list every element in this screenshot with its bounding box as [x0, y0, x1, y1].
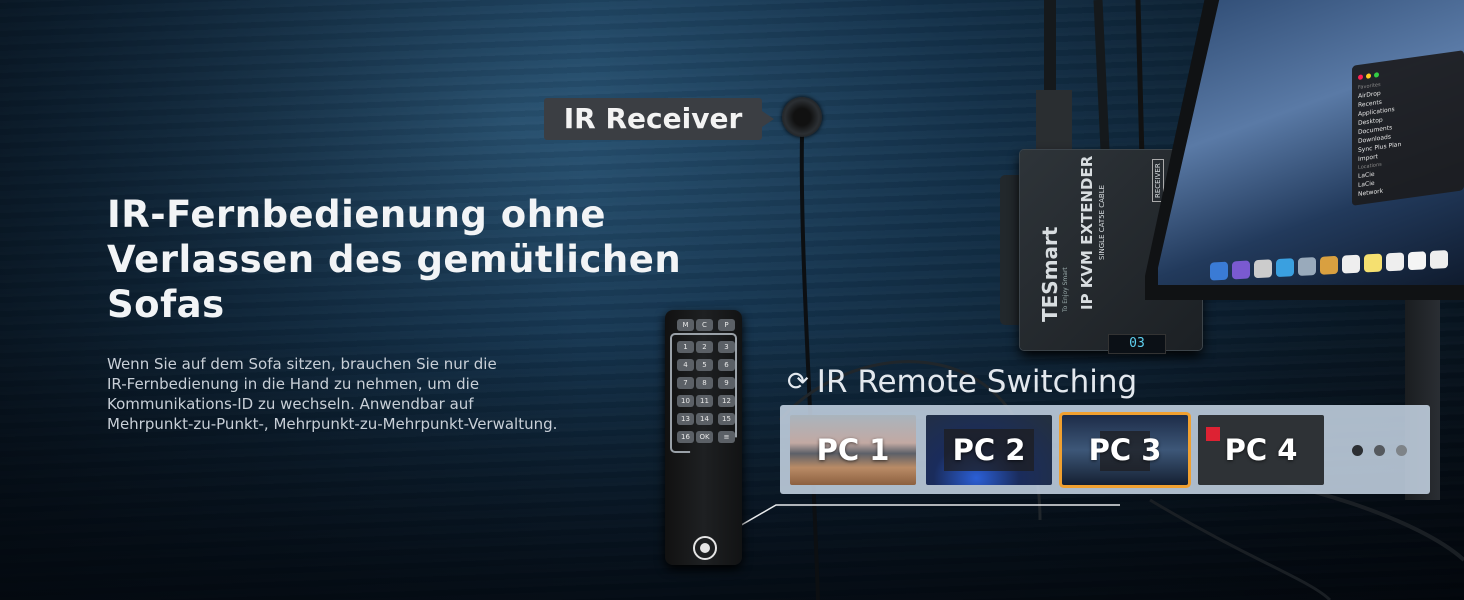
remote-button[interactable]: 9 — [718, 377, 735, 389]
ir-emitter-icon — [693, 536, 717, 560]
remote-button[interactable]: OK — [696, 431, 713, 443]
ir-receiver-label: IR Receiver — [544, 98, 774, 140]
pc-thumbnail-3-selected[interactable]: PC 3 — [1062, 415, 1188, 485]
pc-thumbnail-2[interactable]: PC 2 — [926, 415, 1052, 485]
remote-button[interactable]: P — [718, 319, 735, 331]
switching-heading: ⟳ IR Remote Switching — [787, 364, 1138, 400]
remote-button[interactable]: 8 — [696, 377, 713, 389]
description: Wenn Sie auf dem Sofa sitzen, brauchen S… — [107, 355, 558, 433]
remote-button[interactable]: 1 — [677, 341, 694, 353]
pc-switch-panel: PC 1 PC 2 PC 3 PC 4 — [780, 405, 1430, 494]
pointer-line — [711, 504, 1120, 543]
remote-button[interactable]: 10 — [677, 395, 694, 407]
more-dot — [1374, 445, 1385, 456]
remote-button[interactable]: C — [696, 319, 713, 331]
remote-button[interactable]: ≡ — [718, 431, 735, 443]
ir-receiver-sensor — [782, 97, 822, 137]
remote-button[interactable]: 12 — [718, 395, 735, 407]
pc-thumbnail-1[interactable]: PC 1 — [790, 415, 916, 485]
remote-button[interactable]: 2 — [696, 341, 713, 353]
refresh-icon: ⟳ — [787, 367, 809, 397]
remote-button[interactable]: 14 — [696, 413, 713, 425]
more-dot — [1352, 445, 1363, 456]
remote-button[interactable]: 5 — [696, 359, 713, 371]
headline: IR-Fernbedienung ohne Verlassen des gemü… — [107, 193, 682, 326]
id-display: 03 — [1108, 334, 1166, 354]
remote-button[interactable]: 6 — [718, 359, 735, 371]
pc-thumbnail-4[interactable]: PC 4 — [1198, 415, 1324, 485]
remote-button[interactable]: 3 — [718, 341, 735, 353]
remote-button[interactable]: 11 — [696, 395, 713, 407]
remote-button[interactable]: M — [677, 319, 694, 331]
remote-button[interactable]: 16 — [677, 431, 694, 443]
remote-button[interactable]: 7 — [677, 377, 694, 389]
remote-button[interactable]: 15 — [718, 413, 735, 425]
more-dot — [1396, 445, 1407, 456]
remote-button[interactable]: 4 — [677, 359, 694, 371]
remote-button[interactable]: 13 — [677, 413, 694, 425]
